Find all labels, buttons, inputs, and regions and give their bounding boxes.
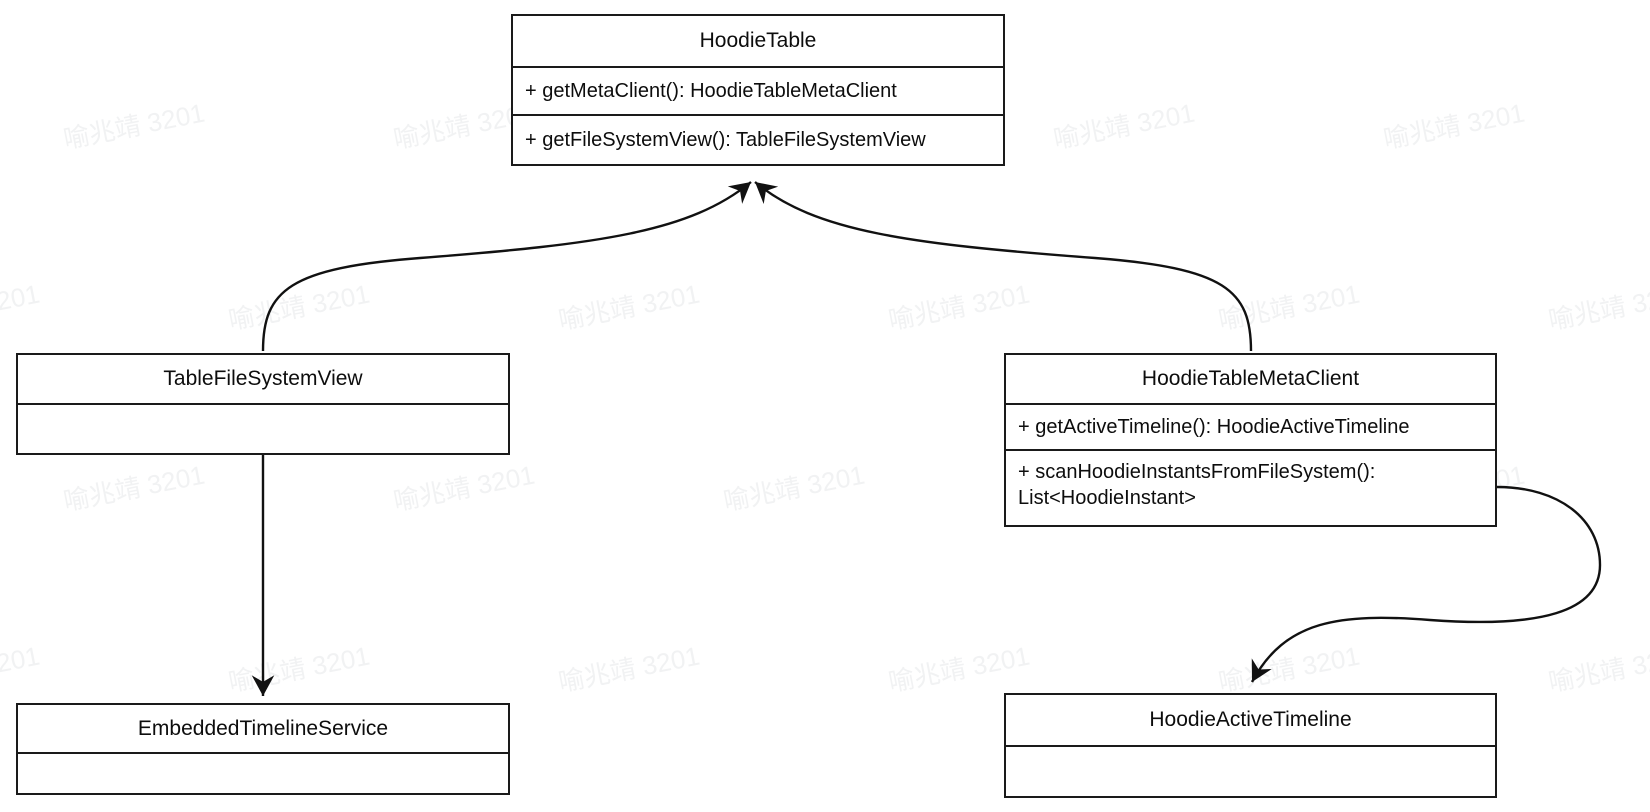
- class-method-hoodie-table-1: + getFileSystemView(): TableFileSystemVi…: [525, 128, 926, 151]
- class-method-hoodie-table-meta-client-0: + getActiveTimeline(): HoodieActiveTimel…: [1006, 405, 1495, 451]
- class-method-hoodie-table-meta-client-1: + scanHoodieInstantsFromFileSystem(): Li…: [1006, 451, 1495, 525]
- class-body-embedded-timeline-service: [18, 754, 508, 793]
- class-title-table-file-system-view: TableFileSystemView: [18, 355, 508, 405]
- edge-hoodietablemetaclient-to-hoodietable: [754, 181, 1253, 352]
- edge-hoodietablemetaclient-to-hoodieactivetimeline: [1250, 485, 1602, 683]
- class-title-embedded-timeline-service: EmbeddedTimelineService: [18, 705, 508, 754]
- class-title-hoodie-table: HoodieTable: [513, 16, 1003, 68]
- class-title-hoodie-table-meta-client: HoodieTableMetaClient: [1006, 355, 1495, 405]
- class-box-table-file-system-view[interactable]: TableFileSystemView: [16, 353, 510, 455]
- method-line-2: List<HoodieInstant>: [1018, 486, 1196, 509]
- class-method-hoodie-table-0: + getMetaClient(): HoodieTableMetaClient: [513, 68, 1003, 116]
- edge-tablefilesystemview-to-hoodietable: [261, 181, 752, 352]
- class-box-embedded-timeline-service[interactable]: EmbeddedTimelineService: [16, 703, 510, 795]
- class-box-hoodie-active-timeline[interactable]: HoodieActiveTimeline: [1004, 693, 1497, 798]
- class-box-hoodie-table[interactable]: HoodieTable + getMetaClient(): HoodieTab…: [511, 14, 1005, 166]
- class-body-table-file-system-view: [18, 405, 508, 453]
- class-title-hoodie-active-timeline: HoodieActiveTimeline: [1006, 695, 1495, 747]
- class-box-hoodie-table-meta-client[interactable]: HoodieTableMetaClient + getActiveTimelin…: [1004, 353, 1497, 527]
- method-line-1: + scanHoodieInstantsFromFileSystem():: [1018, 461, 1376, 483]
- class-body-hoodie-active-timeline: [1006, 747, 1495, 796]
